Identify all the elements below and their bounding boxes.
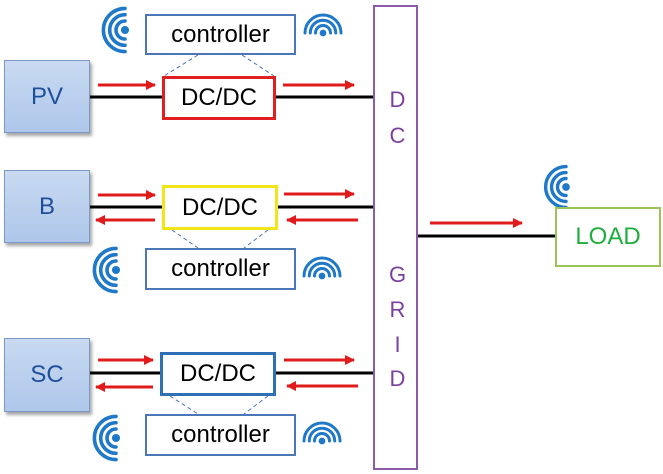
grid-letter: R xyxy=(389,297,406,322)
pv-controller-box: controller xyxy=(145,14,296,55)
b-controller-link xyxy=(243,229,269,249)
pv-dcdc-converter: DC/DC xyxy=(162,76,276,120)
wireless-signal-icon xyxy=(303,13,343,38)
b-controller-link xyxy=(171,229,199,249)
wireless-signal-icon xyxy=(543,164,572,210)
wireless-signal-icon xyxy=(92,414,122,462)
battery-converter-label: DC/DC xyxy=(182,193,258,221)
pv-controller-label: controller xyxy=(171,20,270,48)
battery-dcdc-converter: DC/DC xyxy=(162,185,278,230)
wireless-signal-icon xyxy=(92,246,122,294)
grid-letter: G xyxy=(388,262,407,287)
pv-source-label: PV xyxy=(30,82,63,110)
supercapacitor-controller-box: controller xyxy=(145,414,296,456)
pv-controller-link xyxy=(241,54,275,77)
supercapacitor-converter-label: DC/DC xyxy=(180,360,256,387)
load-label: LOAD xyxy=(575,223,641,250)
load-box: LOAD xyxy=(555,207,661,267)
wireless-signal-icon xyxy=(302,421,342,446)
pv-source-box: PV xyxy=(4,60,90,133)
supercapacitor-source-label: SC xyxy=(30,361,64,388)
battery-source-box: B xyxy=(4,170,90,243)
supercapacitor-dcdc-converter: DC/DC xyxy=(160,352,276,396)
sc-controller-link xyxy=(243,395,269,415)
grid-letter: D xyxy=(389,87,406,112)
wireless-signal-icon xyxy=(101,6,131,54)
grid-letter: I xyxy=(394,332,401,357)
pv-controller-link xyxy=(163,54,199,77)
dc-grid-bus: D C G R I D xyxy=(373,5,418,470)
grid-letter: D xyxy=(389,366,406,391)
sc-controller-link xyxy=(169,395,199,415)
grid-letter: C xyxy=(389,123,406,148)
supercapacitor-controller-label: controller xyxy=(171,421,270,448)
supercapacitor-source-box: SC xyxy=(4,338,90,412)
pv-converter-label: DC/DC xyxy=(181,84,257,111)
battery-source-label: B xyxy=(38,192,55,220)
wireless-signal-icon xyxy=(302,256,342,281)
battery-controller-label: controller xyxy=(171,255,270,282)
battery-controller-box: controller xyxy=(145,248,296,290)
